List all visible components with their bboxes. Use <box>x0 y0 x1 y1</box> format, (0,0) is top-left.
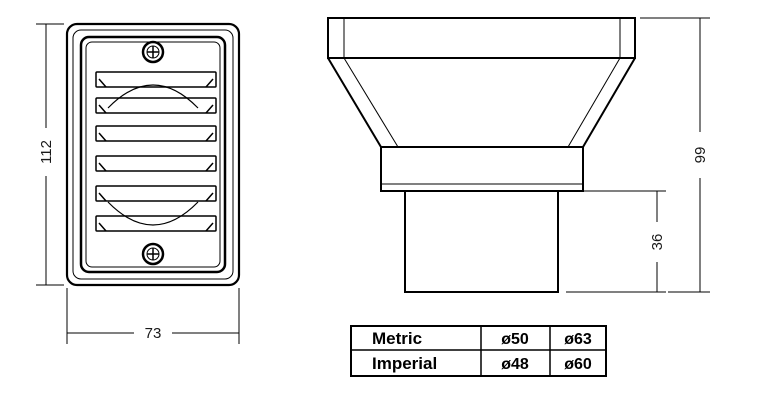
grate-flange-inner <box>72 29 234 280</box>
total-height-label: 99 <box>692 147 709 164</box>
front-view <box>65 22 241 287</box>
drain-arc-lower <box>107 201 199 226</box>
dimension-front-height <box>36 23 64 286</box>
grate-flange-outer <box>65 22 241 287</box>
grate-plate-outer <box>79 35 227 274</box>
side-cone <box>327 57 636 148</box>
grate-slot-1 <box>95 71 217 88</box>
table-row-metric-value-1: ø50 <box>501 331 529 348</box>
grate-slot-3 <box>95 125 217 142</box>
spigot-height-label: 36 <box>649 234 666 251</box>
table-row-imperial-label: Imperial <box>372 354 437 373</box>
top-screw-icon <box>141 40 165 64</box>
table-row-imperial-value-1: ø48 <box>501 356 529 373</box>
grate-slot-4 <box>95 155 217 172</box>
grate-slot-2 <box>95 97 217 114</box>
dimension-front-width <box>66 288 240 344</box>
drain-arc-upper <box>107 84 199 109</box>
grate-slot-6 <box>95 215 217 232</box>
side-top-rim <box>327 17 636 59</box>
front-width-label: 73 <box>145 325 162 342</box>
grate-slots <box>95 71 217 232</box>
bottom-screw-icon <box>141 242 165 266</box>
front-height-label: 112 <box>38 140 55 164</box>
grate-slot-5 <box>95 185 217 202</box>
size-table: Metric ø50 ø63 Imperial ø48 ø60 <box>350 325 607 377</box>
dimension-spigot-height <box>566 190 666 293</box>
grate-plate-inner <box>85 41 221 268</box>
table-row-metric-value-2: ø63 <box>564 331 592 348</box>
dimension-total-height <box>640 17 710 293</box>
side-spigot <box>404 190 559 293</box>
table-row-metric-label: Metric <box>372 329 422 348</box>
table-row-imperial-value-2: ø60 <box>564 356 592 373</box>
side-view <box>327 17 636 293</box>
